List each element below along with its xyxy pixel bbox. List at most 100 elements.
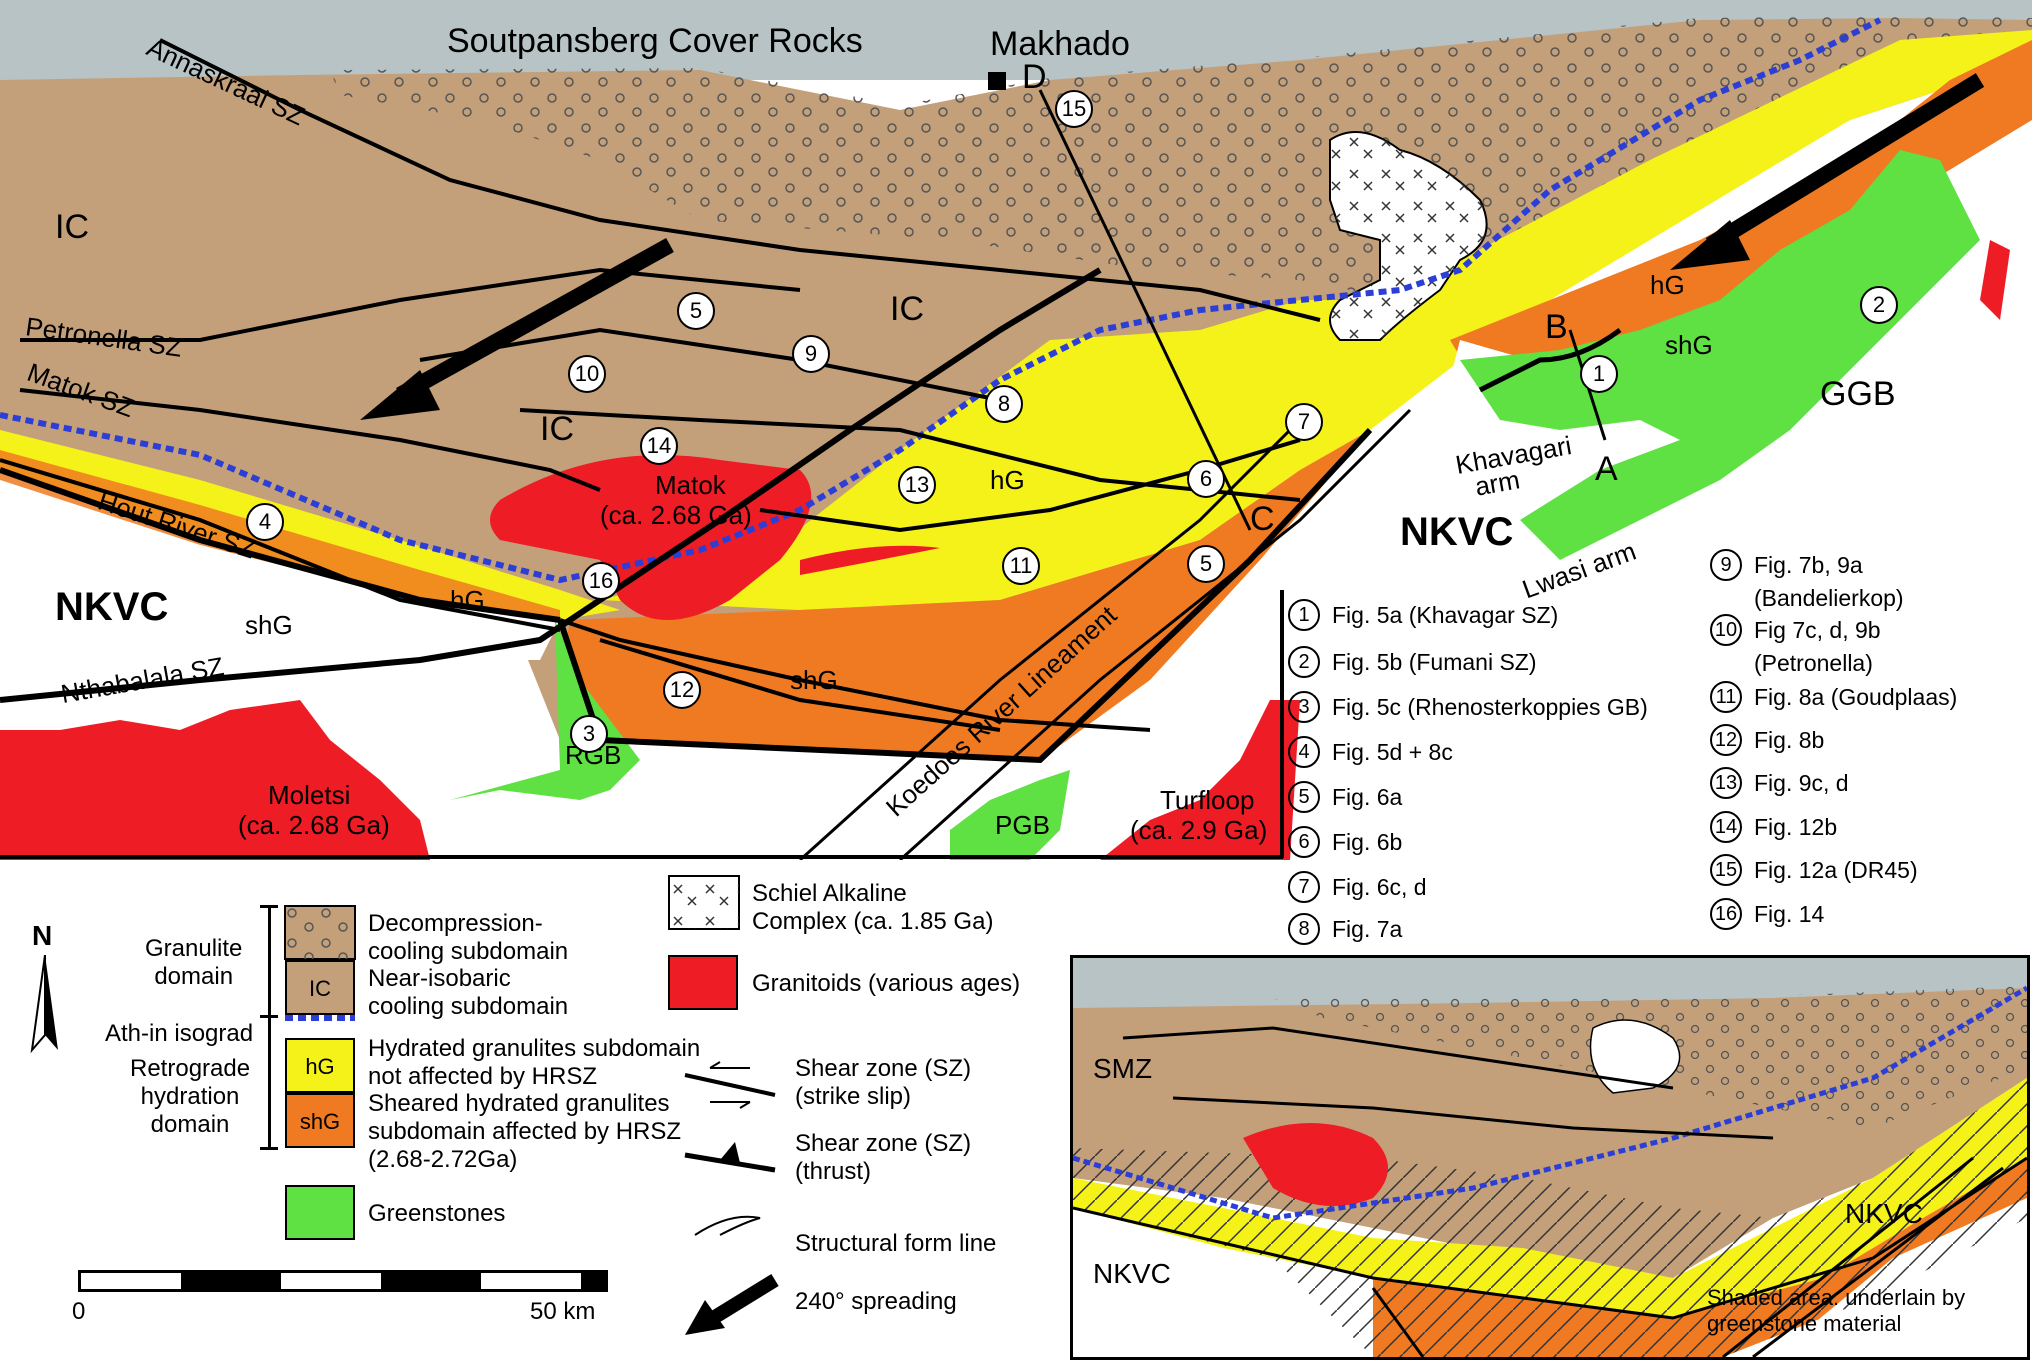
ggb-label: GGB xyxy=(1820,375,1896,413)
shg-south xyxy=(560,430,1370,760)
shg-swatch: shG xyxy=(285,1093,355,1148)
turfloop-granitoid xyxy=(1100,700,1300,860)
turfloop-age: (ca. 2.9 Ga) xyxy=(1130,815,1268,845)
decompression-label: Decompression-cooling subdomain xyxy=(368,910,569,965)
matok-granitoid xyxy=(490,455,812,620)
locality-10: 10 xyxy=(568,355,606,393)
cover-rocks-label: Soutpansberg Cover Rocks xyxy=(447,22,863,60)
isograd-swatch xyxy=(285,1015,355,1021)
town-label: Makhado xyxy=(990,25,1130,63)
section-letter-a: A xyxy=(1595,450,1618,488)
locality-7: 7 xyxy=(1285,403,1323,441)
hg-strip-west xyxy=(0,430,620,620)
locality-16: 16 xyxy=(582,562,620,600)
pgb-label: PGB xyxy=(995,810,1050,840)
form-line-label: Structural form line xyxy=(795,1230,997,1257)
locality-11: 11 xyxy=(1002,547,1040,585)
domain-bracket xyxy=(268,905,271,1150)
north-arrow-icon xyxy=(30,955,58,1054)
inset-nkvc-right: NKVC xyxy=(1845,1198,1923,1229)
moletsi-name: Moletsi xyxy=(268,780,351,810)
decompression-swatch xyxy=(284,905,356,960)
locality-3: 3 xyxy=(570,715,608,753)
nkvc-label-east: NKVC xyxy=(1400,510,1514,554)
scale-min-label: 0 xyxy=(72,1298,86,1325)
shg-label-1: shG xyxy=(1665,330,1713,360)
koedoes-lineament xyxy=(798,418,1302,862)
ic-label-2: IC xyxy=(890,290,924,328)
section-letter-d: D xyxy=(1022,58,1047,96)
hg-label-1: hG xyxy=(1650,270,1685,300)
locality-15: 15 xyxy=(1055,90,1093,128)
matok-age: (ca. 2.68 Ga) xyxy=(600,500,752,530)
strike-slip-label: Shear zone (SZ)(strike slip) xyxy=(795,1055,972,1110)
ic-swatch: IC xyxy=(285,960,355,1015)
nkvc-boundary xyxy=(0,267,1102,703)
thrust-lines xyxy=(0,38,1321,732)
shg-label-2: shG xyxy=(790,665,838,695)
nkvc-label-west: NKVC xyxy=(55,585,169,629)
hg-label-3: hG xyxy=(450,585,485,615)
thrust-icon xyxy=(684,1142,776,1173)
shg-east xyxy=(1450,40,2032,390)
greenstone-swatch xyxy=(285,1185,355,1240)
locality-5b: 5 xyxy=(1187,545,1225,583)
locality-2: 2 xyxy=(1860,286,1898,324)
scale-max-label: 50 km xyxy=(530,1298,596,1325)
shg-west-band xyxy=(0,450,560,620)
strike-slip-icon xyxy=(684,1061,776,1109)
hg-label-2: hG xyxy=(990,465,1025,495)
locality-14: 14 xyxy=(640,427,678,465)
spreading-arrows xyxy=(360,73,1985,420)
cover-rocks-area-right xyxy=(1450,0,2032,40)
index-divider xyxy=(1280,590,1284,858)
turfloop-name: Turfloop xyxy=(1160,785,1255,815)
ath-in-isograd xyxy=(0,17,1882,584)
hout-river-boundary xyxy=(0,467,561,623)
makhado-town-icon xyxy=(988,72,1006,90)
scale-bar xyxy=(78,1270,608,1292)
pgb-greenstone xyxy=(950,770,1070,860)
locality-13: 13 xyxy=(898,466,936,504)
east-greenstone-sliver xyxy=(1980,240,2010,320)
locality-4: 4 xyxy=(246,503,284,541)
inset-canvas xyxy=(1073,958,2027,1357)
isograd-label: Ath-in isograd xyxy=(105,1020,254,1047)
ic-label-3: IC xyxy=(540,410,574,448)
spreading-arrow-icon xyxy=(685,1274,779,1335)
spreading-label: 240° spreading xyxy=(795,1288,957,1315)
form-line-icon xyxy=(694,1215,761,1236)
granitoid-label: Granitoids (various ages) xyxy=(752,970,1021,997)
shg-lower-boundary xyxy=(557,427,1373,764)
geological-map: Soutpansberg Cover Rocks Makhado Annaskr… xyxy=(0,0,2032,945)
locality-9: 9 xyxy=(792,335,830,373)
locality-5a: 5 xyxy=(677,292,715,330)
ggb-greenstone xyxy=(1460,150,1980,560)
locality-6: 6 xyxy=(1187,460,1225,498)
thrust-label: Shear zone (SZ)(thrust) xyxy=(795,1130,972,1185)
hg-swatch: hG xyxy=(285,1038,355,1093)
schiel-swatch xyxy=(668,875,740,930)
ic-label-1: IC xyxy=(55,208,89,246)
shg-label-3: shG xyxy=(245,610,293,640)
greenstones-label: Greenstones xyxy=(368,1200,506,1227)
north-label: N xyxy=(32,920,53,951)
